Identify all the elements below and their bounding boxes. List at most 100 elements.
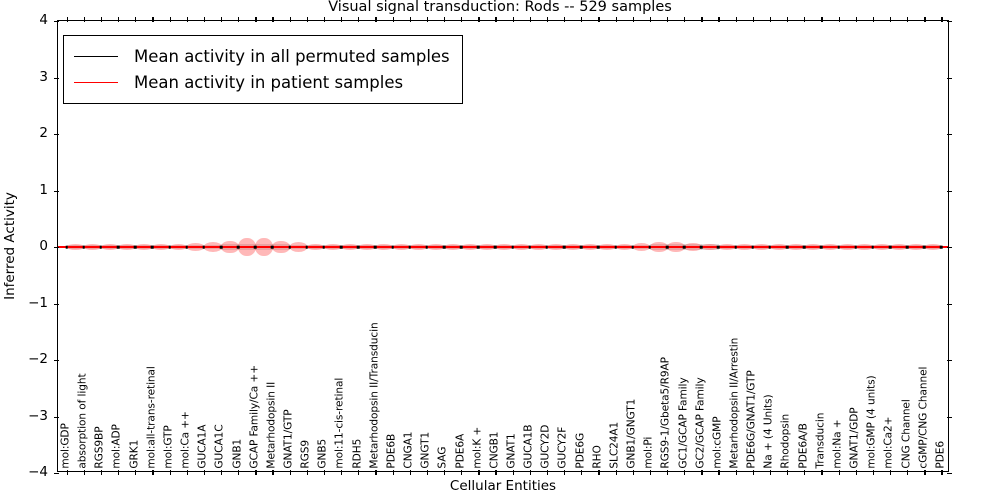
y-tick-mark	[54, 303, 59, 305]
legend-swatch-patient	[74, 81, 118, 83]
y-tick-label: −1	[28, 294, 48, 311]
data-point-marker	[288, 245, 291, 249]
x-tick-label: RDH5	[350, 439, 363, 469]
patient-confidence-band	[272, 240, 291, 254]
patient-confidence-band	[152, 244, 171, 250]
data-point-marker	[528, 245, 532, 249]
x-tick-mark	[735, 470, 737, 475]
data-point-marker	[99, 245, 103, 249]
x-tick-mark	[152, 470, 154, 475]
x-tick-mark	[564, 17, 566, 22]
patient-confidence-band	[220, 240, 239, 254]
x-tick-label: mol:all-trans-retinal	[145, 366, 158, 469]
data-point-marker	[597, 245, 600, 249]
x-tick-mark	[512, 470, 514, 475]
y-tick-mark	[54, 473, 59, 475]
data-point-marker	[271, 245, 274, 249]
x-tick-mark	[203, 17, 206, 22]
x-tick-label: PDE6B	[385, 434, 398, 469]
permuted-confidence-band	[341, 244, 359, 250]
x-tick-mark	[118, 470, 120, 475]
x-tick-label: mol:GMP (4 units)	[865, 375, 878, 469]
x-tick-mark	[821, 470, 823, 475]
x-tick-label: mol:GDP	[59, 423, 72, 469]
data-point-marker	[922, 245, 926, 249]
x-tick-mark	[787, 470, 789, 475]
data-point-marker	[614, 245, 617, 249]
permuted-confidence-band	[272, 244, 291, 250]
x-tick-label: RGS9	[299, 440, 312, 469]
x-tick-mark	[461, 470, 463, 475]
permuted-confidence-band	[872, 244, 891, 250]
x-tick-mark	[341, 470, 343, 475]
patient-confidence-band	[375, 244, 394, 250]
x-tick-mark	[238, 17, 240, 22]
x-tick-label: Metarhodopsin II	[265, 382, 278, 469]
data-point-marker	[905, 245, 909, 249]
x-tick-label: mol:Na +	[831, 419, 844, 469]
patient-confidence-band	[769, 244, 788, 250]
patient-confidence-band	[598, 244, 617, 250]
x-tick-label: PDE6G/GNAT1/GTP	[745, 370, 758, 469]
permuted-confidence-band	[392, 244, 411, 250]
patient-confidence-band	[889, 244, 908, 250]
permuted-confidence-band	[426, 244, 445, 250]
permuted-confidence-band	[529, 244, 548, 250]
patient-confidence-band	[478, 244, 497, 250]
permuted-confidence-band	[323, 244, 342, 250]
x-tick-mark	[684, 470, 686, 475]
data-point-marker	[837, 245, 840, 249]
permuted-confidence-band	[752, 244, 771, 250]
x-tick-mark	[666, 470, 669, 475]
data-point-marker	[734, 245, 737, 249]
permuted-confidence-band	[666, 244, 685, 250]
x-tick-mark	[718, 470, 720, 475]
x-tick-mark	[83, 470, 86, 475]
x-tick-mark	[461, 17, 463, 22]
permuted-confidence-band	[821, 244, 840, 250]
x-tick-label: GCAP Family/Ca ++	[248, 365, 261, 469]
patient-confidence-band	[649, 241, 668, 253]
x-tick-mark	[615, 17, 617, 22]
x-tick-mark	[100, 17, 103, 22]
x-tick-label: PDE6A	[453, 434, 466, 469]
x-tick-mark	[872, 17, 875, 22]
patient-confidence-band	[83, 244, 102, 250]
data-point-marker	[699, 245, 703, 249]
chart-title: Visual signal transduction: Rods -- 529 …	[328, 0, 672, 15]
x-tick-mark	[649, 470, 652, 475]
y-tick-mark	[947, 360, 952, 362]
patient-confidence-band	[821, 244, 840, 250]
x-tick-mark	[272, 470, 274, 475]
data-point-marker	[802, 245, 806, 249]
patient-confidence-band	[855, 244, 874, 250]
x-tick-label: CNGB1	[488, 431, 501, 469]
x-tick-mark	[718, 17, 720, 22]
x-tick-label: mol:11-cis-retinal	[333, 378, 346, 469]
x-tick-mark	[701, 17, 703, 22]
patient-confidence-band	[289, 242, 308, 252]
data-point-marker	[751, 245, 755, 249]
x-tick-mark	[289, 470, 291, 475]
x-tick-label: cGMP/CNG Channel	[917, 367, 930, 469]
x-tick-mark	[512, 17, 514, 22]
x-tick-mark	[649, 17, 652, 22]
x-tick-mark	[941, 17, 943, 22]
x-tick-label: PDE6A/B	[796, 423, 809, 469]
x-tick-mark	[152, 17, 154, 22]
permuted-confidence-band	[66, 244, 85, 250]
patient-confidence-band	[461, 244, 479, 250]
permuted-confidence-band	[564, 244, 582, 250]
permuted-confidence-band	[461, 244, 479, 250]
permuted-confidence-band	[718, 244, 737, 250]
permuted-confidence-band	[100, 244, 119, 250]
data-point-marker	[425, 245, 429, 249]
x-tick-label: GUCY2F	[556, 427, 569, 469]
x-tick-mark	[306, 470, 309, 475]
x-tick-mark	[83, 17, 86, 22]
patient-confidence-band	[684, 243, 702, 251]
x-tick-mark	[392, 17, 394, 22]
x-tick-mark	[66, 17, 68, 22]
y-tick-label: −2	[28, 351, 48, 367]
